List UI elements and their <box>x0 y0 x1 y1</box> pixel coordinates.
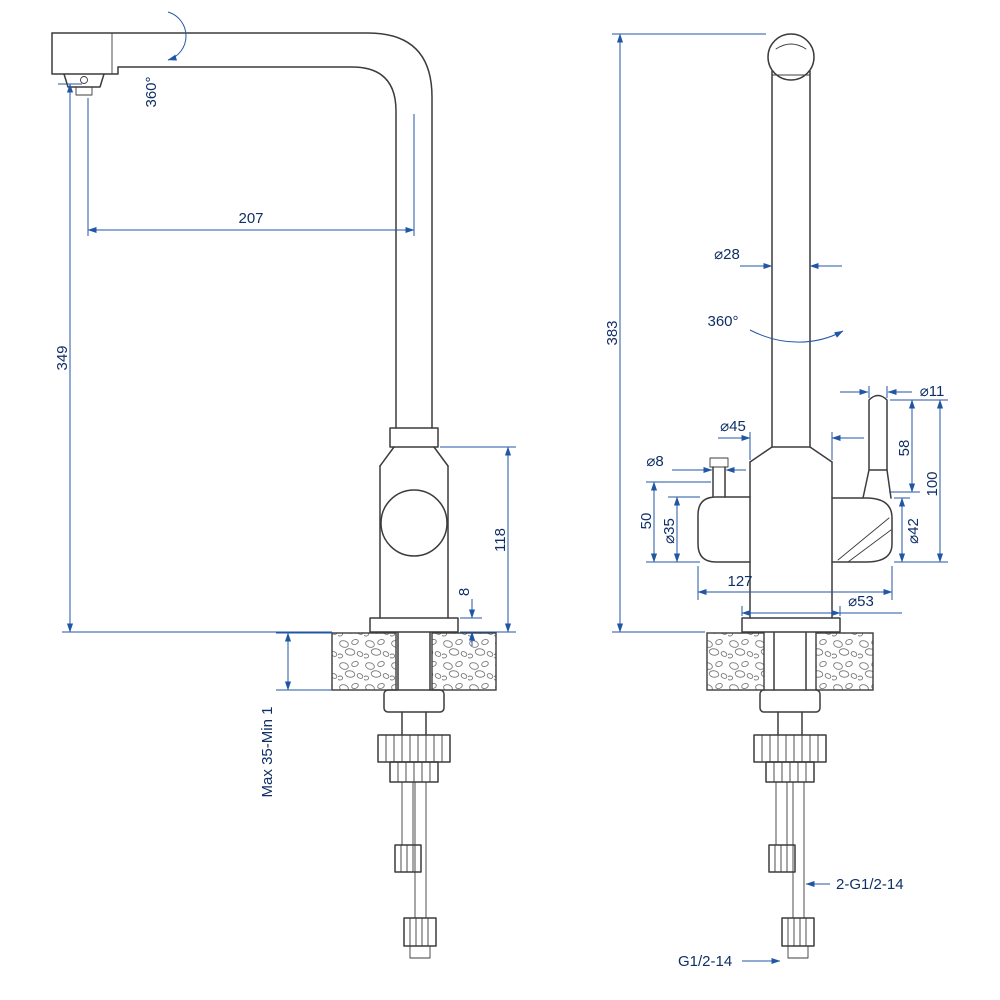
countertop-left-block <box>331 632 397 691</box>
shank-stem-front <box>777 711 803 736</box>
dim-swivel-right: 360° <box>707 313 738 330</box>
ext-deck-thickness <box>276 632 332 691</box>
ext-lever-diameter <box>868 386 888 398</box>
hose-nut-bottom-front-knurl <box>787 917 807 947</box>
valve-circle <box>380 489 448 557</box>
left-view: 360° 207 349 118 8 Max 35-Min 1 <box>51 11 516 959</box>
dim-swivel-left: 360° <box>143 76 160 107</box>
column-top-sphere <box>767 33 815 81</box>
shank-stem <box>401 711 427 736</box>
dim-outlet-boss-diameter: ⌀35 <box>661 518 678 544</box>
dim-inlet-thread: 2-G1/2-14 <box>836 876 904 893</box>
hose-nut-bottom-front <box>781 917 815 947</box>
dim-base-height: 8 <box>456 588 473 596</box>
dim-nozzle-diameter: ⌀8 <box>646 453 663 470</box>
nozzle-cap <box>709 457 729 468</box>
hose-nut-left-front-knurl <box>774 844 788 873</box>
supply-hose-left <box>401 781 414 846</box>
mounting-nut-knurl <box>385 734 443 763</box>
hose-nut-left-knurl <box>400 844 414 873</box>
dim-deck-thickness: Max 35-Min 1 <box>259 707 276 798</box>
spout-inner-line <box>117 66 397 429</box>
ext-spout-reach <box>87 98 415 236</box>
mounting-bracket <box>383 689 445 713</box>
dim-body-diameter: ⌀45 <box>720 418 746 435</box>
hose-nut-left <box>394 844 422 873</box>
ext-body-diameter <box>749 432 833 460</box>
hose-nut-bottom <box>403 917 437 947</box>
body-sides-front <box>749 461 833 619</box>
base-flange <box>369 617 459 633</box>
handle-boss-detail <box>837 517 892 563</box>
dim-lever-length: 58 <box>896 440 913 457</box>
hose-end-cap <box>409 945 431 959</box>
hose-nut-bottom-knurl <box>409 917 429 947</box>
aerator-detail <box>80 76 88 84</box>
dim-column-diameter: ⌀28 <box>714 246 740 263</box>
aerator-nub <box>75 86 93 96</box>
countertop-right-block-front <box>815 632 874 691</box>
body-shoulder <box>379 446 449 467</box>
right-view: 383 ⌀28 360° ⌀45 ⌀11 58 100 ⌀42 ⌀8 50 ⌀3… <box>604 33 948 970</box>
dim-handle-boss-diameter: ⌀42 <box>905 518 922 544</box>
supply-hose-left-front <box>775 781 788 846</box>
ext-spout-height <box>58 83 332 633</box>
shank <box>397 632 431 691</box>
lever-flare <box>862 469 892 499</box>
spray-head-outline <box>51 32 119 75</box>
mounting-nut-front <box>753 734 827 763</box>
dim-spout-height: 349 <box>54 345 71 370</box>
nozzle-sides <box>712 466 726 498</box>
hose-nut-left-front <box>768 844 796 873</box>
handle-boss <box>831 497 893 563</box>
dim-lever-diameter: ⌀11 <box>920 383 945 400</box>
dim-body-height: 118 <box>492 528 509 552</box>
countertop-right-block <box>431 632 497 691</box>
mounting-bracket-front <box>759 689 821 713</box>
column-sides <box>771 70 811 448</box>
swivel-arc-left <box>167 11 187 61</box>
outlet-boss <box>697 496 751 563</box>
body-shoulder-front <box>749 446 833 463</box>
swivel-arc-right <box>749 329 844 343</box>
mounting-nut-front-knurl <box>761 734 819 763</box>
dim-base-diameter: ⌀53 <box>848 593 874 610</box>
ext-base-diameter <box>741 606 841 616</box>
dim-handle-height: 100 <box>924 471 941 496</box>
dim-spout-reach: 207 <box>238 210 263 227</box>
sphere-detail-arc <box>775 43 807 50</box>
dim-shank-thread: G1/2-14 <box>678 953 732 970</box>
base-flange-front <box>741 617 841 633</box>
dim-overall-height: 383 <box>604 320 621 345</box>
spout-outer-line <box>51 32 433 429</box>
lock-collar-knurl <box>397 761 431 783</box>
body-sides <box>379 465 449 619</box>
shank-front <box>773 632 807 691</box>
joint-ring <box>389 427 439 448</box>
lever-outline <box>868 394 888 471</box>
ext-overall-height <box>612 33 766 633</box>
lock-collar-front-knurl <box>773 761 807 783</box>
countertop-left-block-front <box>706 632 765 691</box>
dim-body-width: 127 <box>727 573 752 590</box>
mounting-nut <box>377 734 451 763</box>
hose-end-cap-front <box>787 945 809 959</box>
ext-outlet-height <box>646 481 711 563</box>
dim-outlet-height: 50 <box>638 513 655 530</box>
